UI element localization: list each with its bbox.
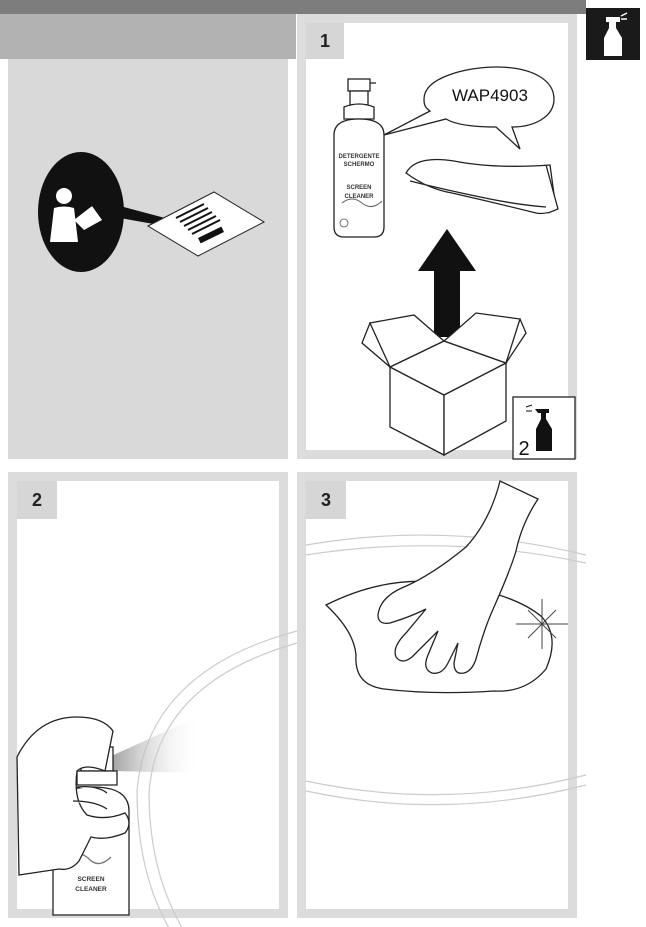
bottle-label-line1: DETERGENTE bbox=[338, 154, 379, 160]
arrow-up-icon bbox=[418, 229, 476, 337]
step-2-panel: 2 SCREEN CLEANER bbox=[8, 472, 298, 927]
manual-document-icon bbox=[146, 191, 266, 257]
step-1-panel: 1 DETERGENTE SCHERMO SCREEN CLEANER bbox=[297, 14, 577, 460]
speech-bubble bbox=[383, 66, 555, 150]
bottle-label-line2: SCHERMO bbox=[344, 162, 375, 168]
read-manual-panel bbox=[0, 14, 296, 459]
open-box bbox=[361, 312, 527, 457]
panel-header-strip bbox=[0, 14, 296, 59]
spray-mist bbox=[109, 717, 201, 773]
bottle-label-line3: SCREEN bbox=[77, 876, 104, 883]
step-number: 1 bbox=[306, 23, 344, 59]
person-reading-manual-icon bbox=[38, 152, 124, 272]
badge-number: 2 bbox=[518, 438, 529, 460]
bottle-label-line3: SCREEN bbox=[346, 185, 371, 191]
bottle-label-line4: CLEANER bbox=[75, 886, 107, 893]
spray-bottle-icon bbox=[586, 8, 640, 60]
hand bbox=[16, 716, 130, 876]
top-bar bbox=[0, 0, 586, 14]
bottle-label-line4: CLEANER bbox=[344, 194, 374, 200]
step-number: 3 bbox=[306, 481, 346, 519]
spray-bottle-badge: 2 bbox=[512, 396, 576, 460]
product-code: WAP4903 bbox=[452, 86, 528, 105]
screen-outline bbox=[305, 534, 587, 806]
sparkle-icon bbox=[516, 599, 568, 649]
screen-outline bbox=[136, 630, 298, 927]
cleaning-cloth bbox=[405, 158, 559, 215]
step-number: 2 bbox=[17, 481, 57, 519]
screen-cleaner-bottle: DETERGENTE SCHERMO SCREEN CLEANER bbox=[333, 78, 385, 238]
hand bbox=[377, 480, 539, 674]
step-3-panel: 3 bbox=[297, 472, 587, 918]
